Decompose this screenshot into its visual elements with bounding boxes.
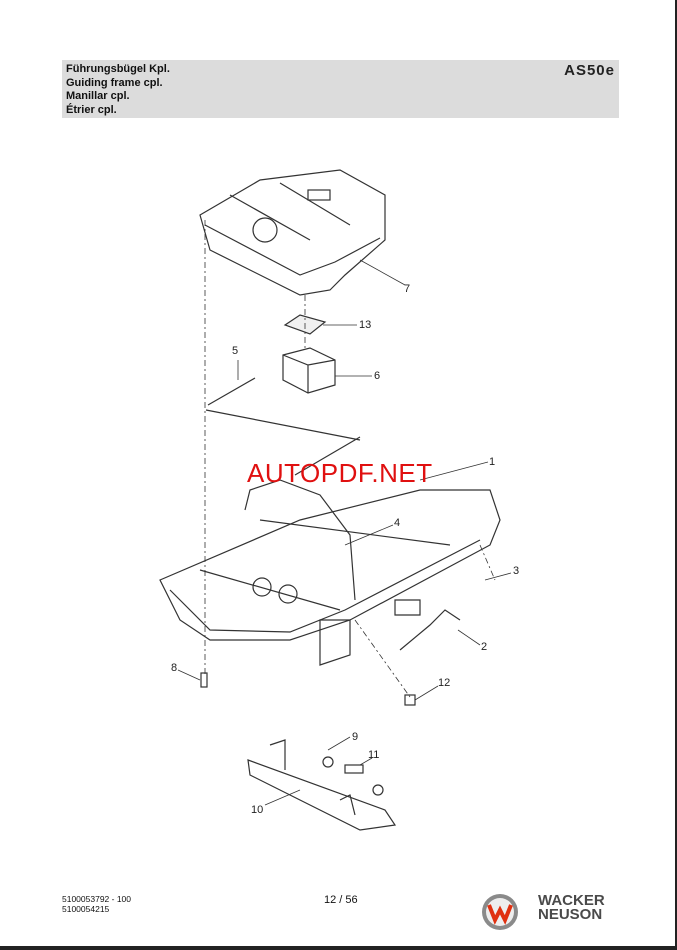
- callout-10: 10: [251, 804, 264, 816]
- part-strips: [205, 377, 361, 476]
- callout-1: 1: [489, 456, 496, 468]
- part-bolt-8: [200, 672, 208, 688]
- callout-4: 4: [394, 517, 401, 529]
- title-en: Guiding frame cpl.: [66, 76, 163, 89]
- header-band: Führungsbügel Kpl. Guiding frame cpl. Ma…: [62, 60, 619, 118]
- callout-6: 6: [374, 370, 381, 382]
- wacker-neuson-logo-icon: [482, 894, 518, 930]
- doc-number-1: 5100053792 - 100: [62, 894, 132, 904]
- part-bracket: [247, 739, 397, 831]
- part-frame: [159, 479, 501, 666]
- title-block: Führungsbügel Kpl. Guiding frame cpl. Ma…: [66, 63, 170, 117]
- part-duct: [282, 347, 336, 394]
- page-number: 12 / 56: [324, 894, 358, 906]
- model-label: AS50e: [564, 62, 615, 79]
- doc-number-2: 5100054215: [62, 904, 110, 914]
- watermark: AUTOPDF.NET: [247, 458, 433, 488]
- title-fr: Étrier cpl.: [66, 103, 117, 116]
- document-numbers: 5100053792 - 100 5100054215: [62, 894, 131, 914]
- title-es: Manillar cpl.: [66, 90, 130, 102]
- title-de: Führungsbügel Kpl.: [66, 63, 170, 75]
- brand-name: WACKER NEUSON: [538, 892, 605, 923]
- brand-line-1: WACKER: [538, 892, 605, 909]
- part-cover: [199, 169, 386, 296]
- callout-5: 5: [232, 345, 239, 357]
- brand-line-2: NEUSON: [538, 906, 603, 923]
- callout-12: 12: [438, 677, 451, 689]
- callout-8: 8: [171, 662, 178, 674]
- callout-9: 9: [352, 731, 359, 743]
- callout-3: 3: [513, 565, 520, 577]
- callout-11: 11: [368, 749, 380, 761]
- callout-7: 7: [404, 283, 411, 295]
- callout-2: 2: [481, 641, 488, 653]
- callout-13: 13: [359, 319, 372, 331]
- part-lever: [399, 609, 461, 651]
